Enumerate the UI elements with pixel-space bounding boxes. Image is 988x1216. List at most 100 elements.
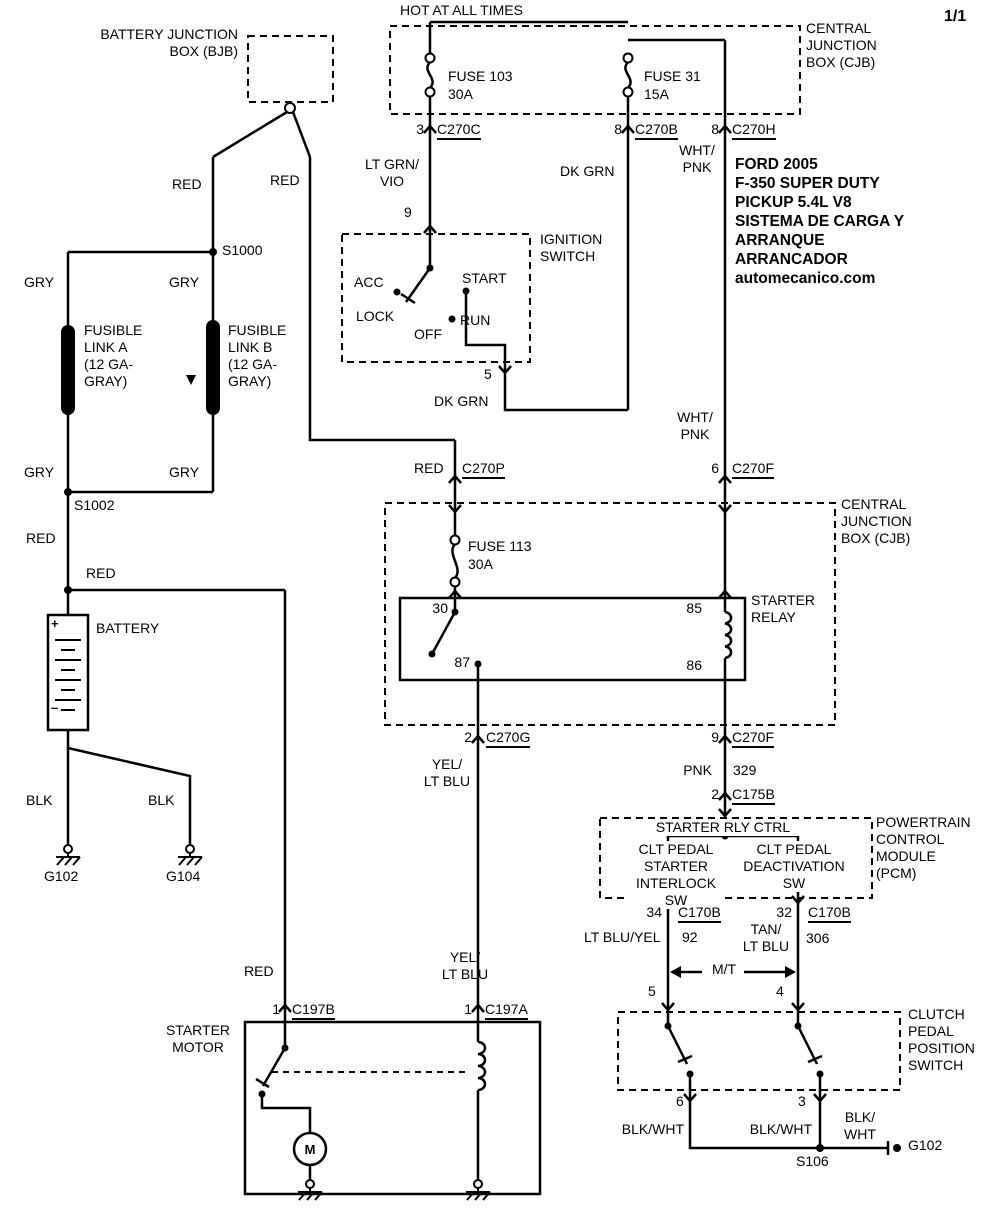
connector-c170b-32: C170B [808, 904, 851, 923]
connector-c175b: C175B [732, 786, 775, 805]
splice-dots [64, 248, 901, 1152]
grounds [56, 844, 491, 1201]
pin-ignition-9: 9 [404, 204, 412, 220]
label-run: RUN [460, 312, 491, 328]
splice-s1000 [209, 248, 217, 256]
label-fusible-link-a: FUSIBLE LINK A (12 GA- GRAY) [84, 322, 143, 389]
label-off: OFF [414, 326, 442, 342]
pin-c175b: 2 [711, 786, 719, 802]
bjb-connector-circle [284, 102, 296, 114]
wire-red-bjb-left: RED [172, 176, 202, 192]
fuse31-element [624, 61, 632, 89]
vehicle-info-line: ARRANCADOR [735, 251, 848, 268]
pin-c270b: 8 [614, 121, 622, 137]
label-fuse113-amp: 30A [468, 556, 493, 572]
label-clutch-pedal-switch: CLUTCH PEDAL POSITION SWITCH [908, 1006, 975, 1073]
battery-cells [55, 639, 81, 711]
circuit-306: 306 [806, 930, 830, 946]
connector-c197a: C197A [485, 1001, 528, 1020]
connector-chevrons [278, 124, 827, 1103]
label-fusible-link-b: FUSIBLE LINK B (12 GA- GRAY) [228, 322, 287, 389]
wire-red-branch: RED [86, 565, 116, 581]
wire-blk-right: BLK [148, 792, 175, 808]
label-start: START [462, 270, 507, 286]
fusible-links [61, 320, 220, 415]
wire-gry-top-right: GRY [169, 274, 200, 290]
terminal-circles [284, 52, 634, 588]
connector-c270g: C270G [486, 729, 531, 748]
pin-clutch-5: 5 [648, 983, 656, 999]
label-fuse103-amp: 30A [448, 86, 473, 102]
wire-yel-lt-blu-bottom: YEL/ LT BLU [441, 949, 489, 982]
connector-c270f-6: C270F [732, 460, 775, 479]
battery-plus: + [51, 616, 59, 631]
vehicle-info-line: PICKUP 5.4L V8 [735, 194, 852, 211]
cjb-top-box [389, 25, 801, 115]
label-fuse113: FUSE 113 [468, 538, 532, 554]
mt-arrowheads [670, 966, 796, 978]
label-g102-right: G102 [908, 1137, 943, 1153]
label-ignition-switch: IGNITION SWITCH [540, 231, 603, 264]
label-clt-pedal-interlock: CLT PEDAL STARTER INTERLOCK SW [628, 841, 724, 909]
relay-pin-85: 85 [686, 600, 702, 616]
label-g104: G104 [166, 868, 201, 884]
wire-gry-bottom-left: GRY [24, 464, 55, 480]
wire-gry-bottom-right: GRY [169, 464, 200, 480]
wire-tan-lt-blu: TAN/ LT BLU [742, 921, 790, 954]
relay-pin-86: 86 [686, 657, 702, 673]
pcm-box [599, 817, 873, 899]
vehicle-info-website: automecanico.com [735, 270, 876, 287]
label-fuse103: FUSE 103 [448, 68, 513, 84]
wire-lt-grn-vio: LT GRN/ VIO [365, 156, 419, 189]
label-starter-motor: STARTER MOTOR [165, 1022, 231, 1055]
connector-c170b-34: C170B [678, 904, 721, 923]
wire-dk-grn-top: DK GRN [560, 163, 615, 179]
vehicle-info-line: F-350 SUPER DUTY [735, 175, 880, 192]
page-number: 1/1 [944, 8, 967, 25]
bjb-box [247, 35, 334, 103]
relay-pin-87: 87 [454, 654, 470, 670]
wire-red-starter: RED [244, 963, 274, 979]
splice-s106 [816, 1144, 824, 1152]
solenoid-coil [477, 1040, 487, 1092]
circuit-92: 92 [682, 929, 698, 945]
wire-dk-grn-bottom: DK GRN [434, 393, 489, 409]
pin-c197b: 1 [272, 1001, 280, 1017]
motor-m-label: M [304, 1142, 316, 1157]
wire-red-bjb-right: RED [270, 172, 300, 188]
pin-c270f-6: 6 [711, 460, 719, 476]
label-clt-pedal-deactivation: CLT PEDAL DEACTIVATION SW [742, 841, 846, 892]
wire-yel-lt-blu-top: YEL/ LT BLU [423, 756, 471, 789]
label-cjb-mid: CENTRAL JUNCTION BOX (CJB) [841, 496, 912, 546]
starter-motor-box [243, 1020, 542, 1196]
label-fuse31-amp: 15A [644, 86, 669, 102]
label-s106: S106 [796, 1153, 829, 1169]
wire-wht-pnk-top: WHT/ PNK [679, 142, 715, 175]
ignition-switch-box [341, 233, 531, 363]
label-battery: BATTERY [96, 620, 160, 636]
label-mt: M/T [706, 961, 742, 978]
vehicle-info-line: ARRANQUE [735, 232, 825, 249]
circuit-329: 329 [733, 762, 757, 778]
wires [66, 20, 890, 1180]
relay-pin-30: 30 [432, 600, 448, 616]
pin-c270c: 3 [416, 121, 424, 137]
wire-red-c270p: RED [414, 460, 444, 476]
wire-blk-left: BLK [26, 792, 53, 808]
fuse103-element [426, 61, 434, 89]
label-g102-left: G102 [44, 868, 79, 884]
ignition-switch-arm [404, 267, 432, 303]
splice-s1002 [64, 488, 72, 496]
connector-c270b: C270B [635, 121, 678, 140]
wire-pnk: PNK [683, 762, 712, 778]
connector-c270f-9: C270F [732, 729, 775, 748]
connector-c270p: C270P [462, 460, 505, 479]
ground-solenoid [466, 1179, 491, 1201]
pin-clutch-4: 4 [776, 983, 784, 999]
ground-motor [298, 1179, 323, 1201]
wire-blk-wht-right: BLK/ WHT [844, 1109, 876, 1142]
relay-switch-arm [430, 611, 457, 655]
wire-blk-wht-left: BLK/WHT [621, 1121, 684, 1137]
connector-c197b: C197B [292, 1001, 335, 1020]
